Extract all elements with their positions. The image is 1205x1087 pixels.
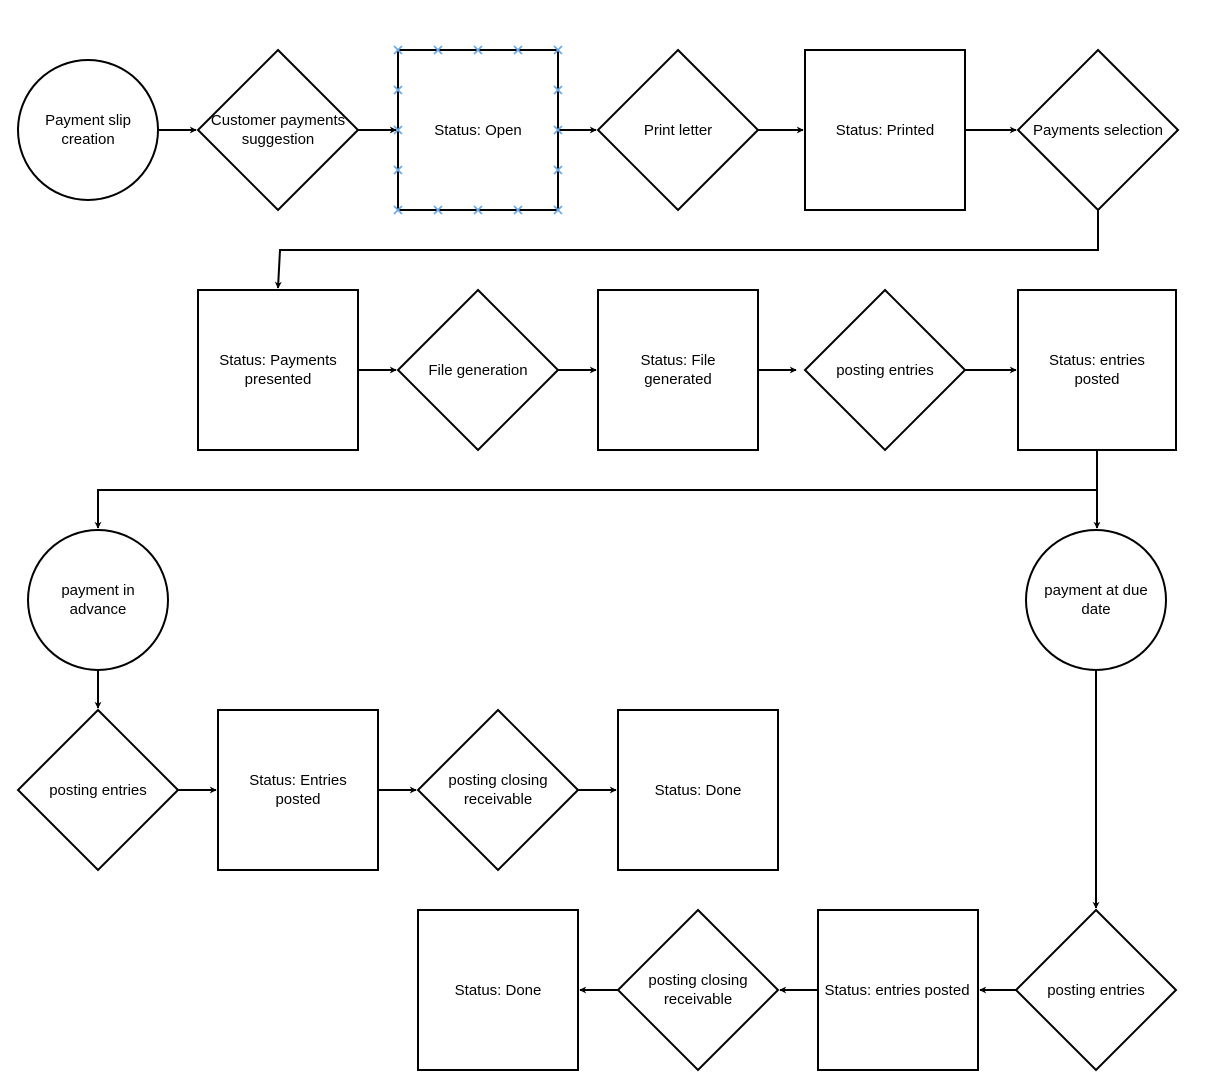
node-posting-closing-receivable-1[interactable] [416, 708, 580, 872]
node-payments-selection[interactable] [1016, 48, 1180, 212]
edge-selection-to-presented[interactable] [274, 210, 1099, 289]
node-status-file-generated[interactable] [597, 289, 759, 451]
selection-handle[interactable] [553, 165, 563, 175]
selection-handle[interactable] [393, 205, 403, 215]
selection-handle[interactable] [553, 45, 563, 55]
node-posting-entries-1[interactable] [803, 288, 967, 452]
node-payment-at-due-date[interactable] [1025, 529, 1167, 671]
node-customer-payments-suggestion[interactable] [196, 48, 360, 212]
selection-handle[interactable] [553, 125, 563, 135]
shapes [16, 48, 1180, 1072]
connectors [94, 126, 1101, 994]
edge-posted1-to-advance[interactable] [94, 450, 1098, 529]
node-file-generation[interactable] [396, 288, 560, 452]
selection-handle[interactable] [473, 45, 483, 55]
node-posting-entries-3[interactable] [1014, 908, 1178, 1072]
selection-handles[interactable] [393, 45, 563, 215]
selection-handle[interactable] [393, 85, 403, 95]
selection-handle[interactable] [513, 205, 523, 215]
selection-handle[interactable] [393, 165, 403, 175]
selection-handle[interactable] [553, 85, 563, 95]
selection-handle[interactable] [473, 205, 483, 215]
node-status-printed[interactable] [804, 49, 966, 211]
node-payment-in-advance[interactable] [27, 529, 169, 671]
selection-handle[interactable] [433, 205, 443, 215]
node-print-letter[interactable] [596, 48, 760, 212]
selection-handle[interactable] [553, 205, 563, 215]
selection-handle[interactable] [433, 45, 443, 55]
node-status-done-1[interactable] [617, 709, 779, 871]
selection-handle[interactable] [393, 125, 403, 135]
node-status-entries-posted-1[interactable] [1017, 289, 1177, 451]
selection-handle[interactable] [513, 45, 523, 55]
node-posting-closing-receivable-2[interactable] [616, 908, 780, 1072]
node-status-done-2[interactable] [417, 909, 579, 1071]
node-status-open[interactable] [397, 49, 559, 211]
node-status-entries-posted-3[interactable] [817, 909, 979, 1071]
node-posting-entries-2[interactable] [16, 708, 180, 872]
selection-handle[interactable] [393, 45, 403, 55]
node-status-entries-posted-2[interactable] [217, 709, 379, 871]
node-payment-slip-creation[interactable] [17, 59, 159, 201]
node-status-payments-presented[interactable] [197, 289, 359, 451]
